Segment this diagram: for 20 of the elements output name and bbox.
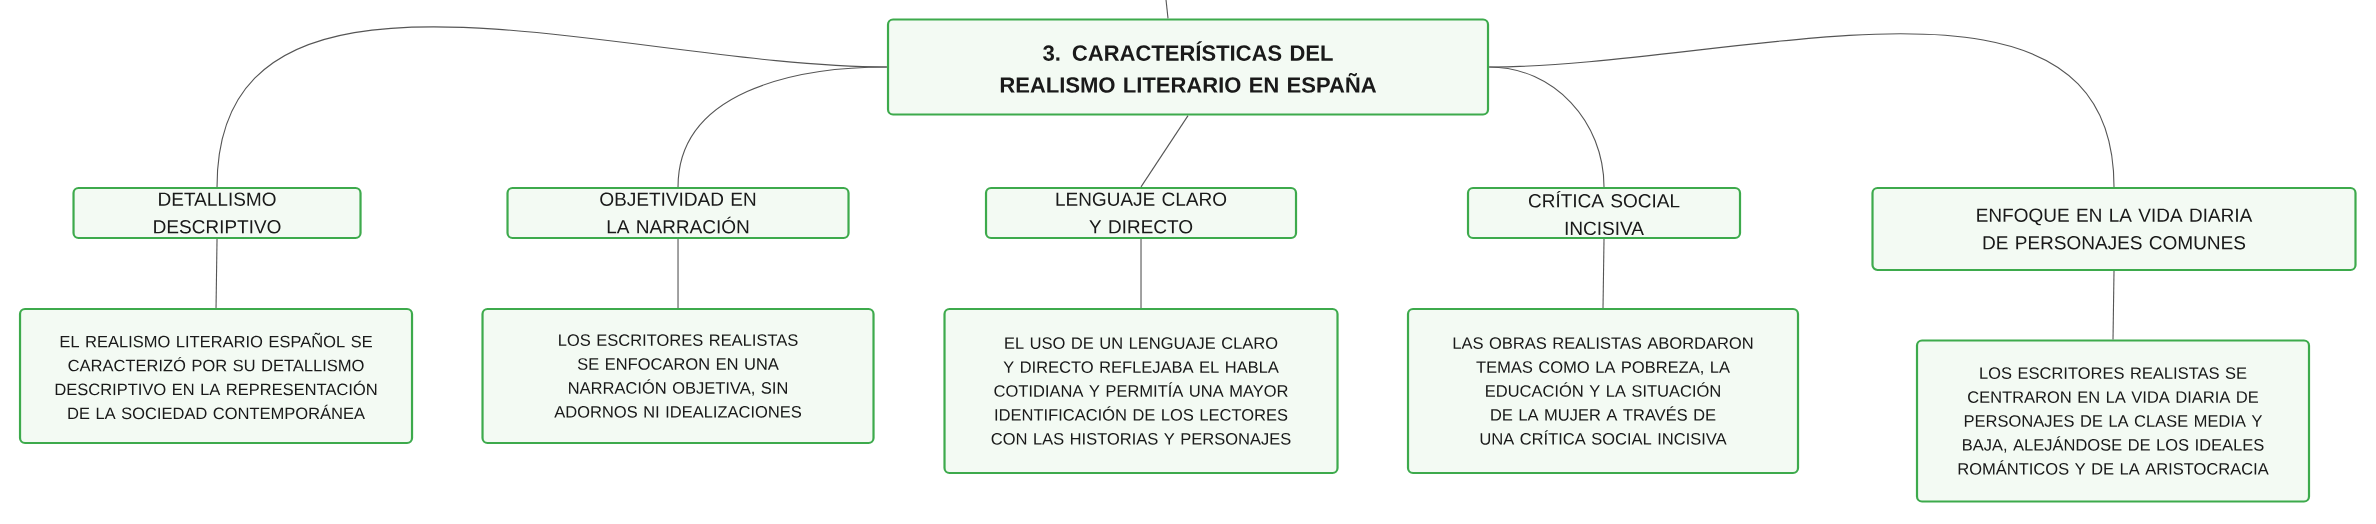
title-box: 3. CARACTERÍSTICAS DEL REALISMO LITERARIO EN ESPAÑA <box>886 18 1490 116</box>
description-box: EL USO DE UN LENGUAJE CLARO Y DIRECTO REFLEJABA EL HABLA COTIDIANA Y PERMITÍA UNA MAYOR IDENTIFICACIÓN DE LOS LECTORES CON LAS HISTORIAS Y PERSONAJES <box>943 307 1339 475</box>
connector-line <box>1488 33 2115 188</box>
topic-box: DETALLISMO DESCRIPTIVO <box>72 186 362 240</box>
connector-line <box>2112 270 2115 340</box>
description-box: LAS OBRAS REALISTAS ABORDARON TEMAS COMO LA POBREZA, LA EDUCACIÓN Y LA SITUACIÓN DE LA MUJER A TRAVÉS DE UNA CRÍTICA SOCIAL INCISIVA <box>1406 307 1800 475</box>
connector-line <box>1165 0 1169 19</box>
connector-line <box>677 238 679 309</box>
connector-line <box>1140 238 1142 309</box>
topic-box: OBJETIVIDAD EN LA NARRACIÓN <box>506 186 850 240</box>
topic-box: CRÍTICA SOCIAL INCISIVA <box>1466 186 1742 240</box>
description-box: LOS ESCRITORES REALISTAS SE CENTRARON EN LA VIDA DIARIA DE PERSONAJES DE LA CLASE MEDIA Y BAJA, ALEJÁNDOSE DE LOS IDEALES ROMÁNTICOS Y DE LA ARISTOCRACIA <box>1915 339 2311 503</box>
connector-line <box>1140 115 1189 188</box>
description-box: EL REALISMO LITERARIO ESPAÑOL SE CARACTERIZÓ POR SU DETALLISMO DESCRIPTIVO EN LA REPRESENTACIÓN DE LA SOCIEDAD CONTEMPORÁNEA <box>18 307 414 445</box>
connector-line <box>677 66 888 188</box>
connector-line <box>1602 238 1605 309</box>
description-box: LOS ESCRITORES REALISTAS SE ENFOCARON EN UNA NARRACIÓN OBJETIVA, SIN ADORNOS NI IDEALIZACIONES <box>481 307 875 445</box>
connector-line <box>215 238 218 309</box>
topic-box: LENGUAJE CLARO Y DIRECTO <box>984 186 1298 240</box>
topic-box: ENFOQUE EN LA VIDA DIARIA DE PERSONAJES COMUNES <box>1871 186 2357 272</box>
